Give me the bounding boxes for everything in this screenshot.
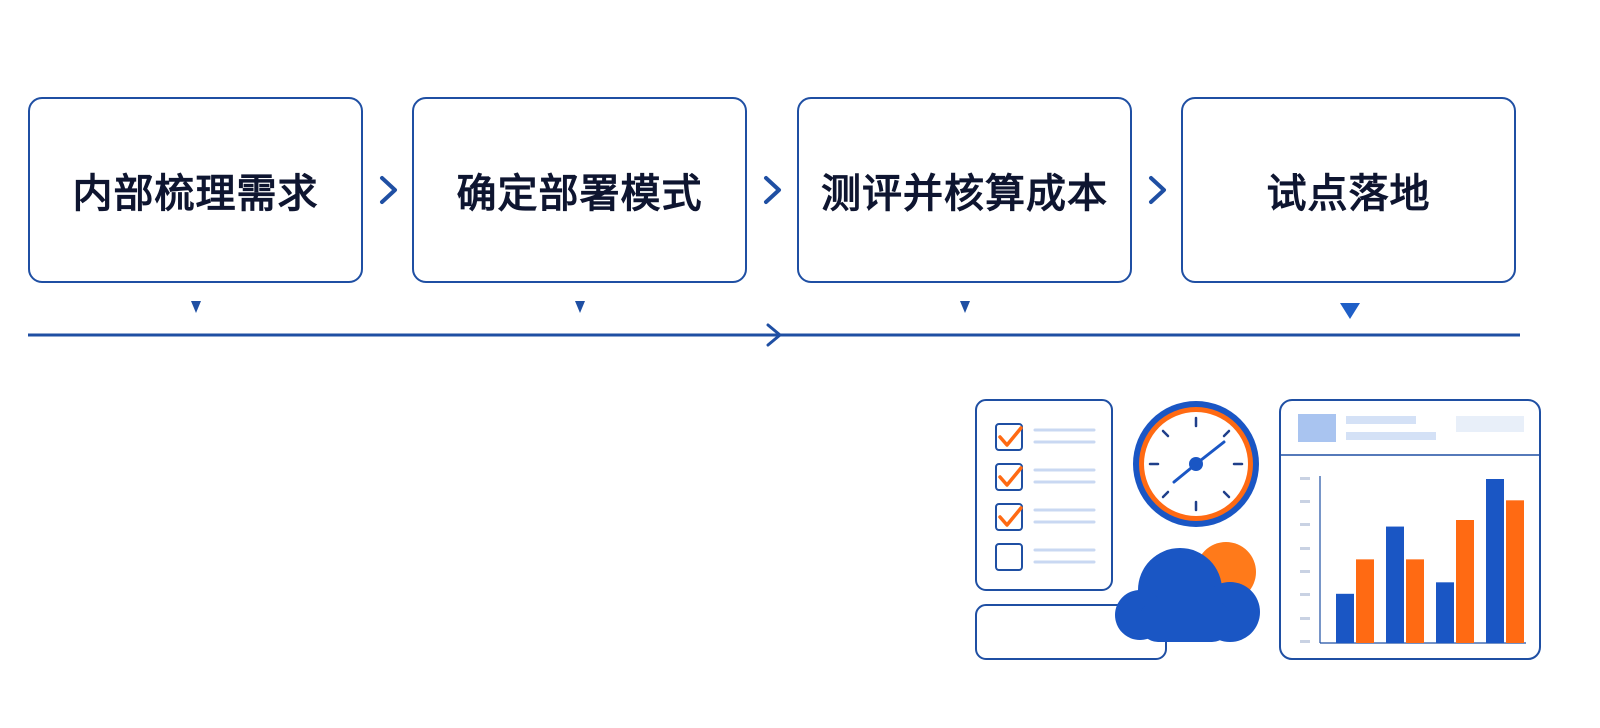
chart-bar [1456, 520, 1474, 643]
chart-bar [1356, 559, 1374, 643]
chart-bar [1336, 593, 1354, 643]
clock-icon [1133, 401, 1259, 527]
illustration [975, 399, 1541, 660]
step-label-2: 确定部署模式 [456, 171, 703, 217]
chevron-right-icon [764, 176, 781, 204]
step-label-3: 测评并核算成本 [821, 171, 1108, 217]
chevron-right-icon [1149, 176, 1166, 204]
cloud-icon [1115, 548, 1260, 642]
step-box-3: 测评并核算成本 [797, 97, 1132, 283]
step-box-4: 试点落地 [1181, 97, 1516, 283]
down-marker-icon [1340, 303, 1360, 319]
down-marker-icon [575, 301, 585, 313]
chevron-right-icon [380, 176, 397, 204]
chart-bar [1436, 582, 1454, 643]
step-label-1: 内部梳理需求 [72, 171, 319, 217]
step-label-4: 试点落地 [1266, 171, 1431, 217]
timeline-arrow-icon [766, 323, 782, 347]
chart-bar [1406, 559, 1424, 643]
bar-chart-icon [1279, 399, 1541, 660]
chart-bar [1486, 479, 1504, 643]
chart-bar [1386, 526, 1404, 643]
chart-bar [1506, 500, 1524, 643]
step-box-2: 确定部署模式 [412, 97, 747, 283]
step-box-1: 内部梳理需求 [28, 97, 363, 283]
down-marker-icon [191, 301, 201, 313]
timeline-line [28, 323, 1520, 347]
checklist-icon [975, 399, 1113, 591]
down-marker-icon [960, 301, 970, 313]
